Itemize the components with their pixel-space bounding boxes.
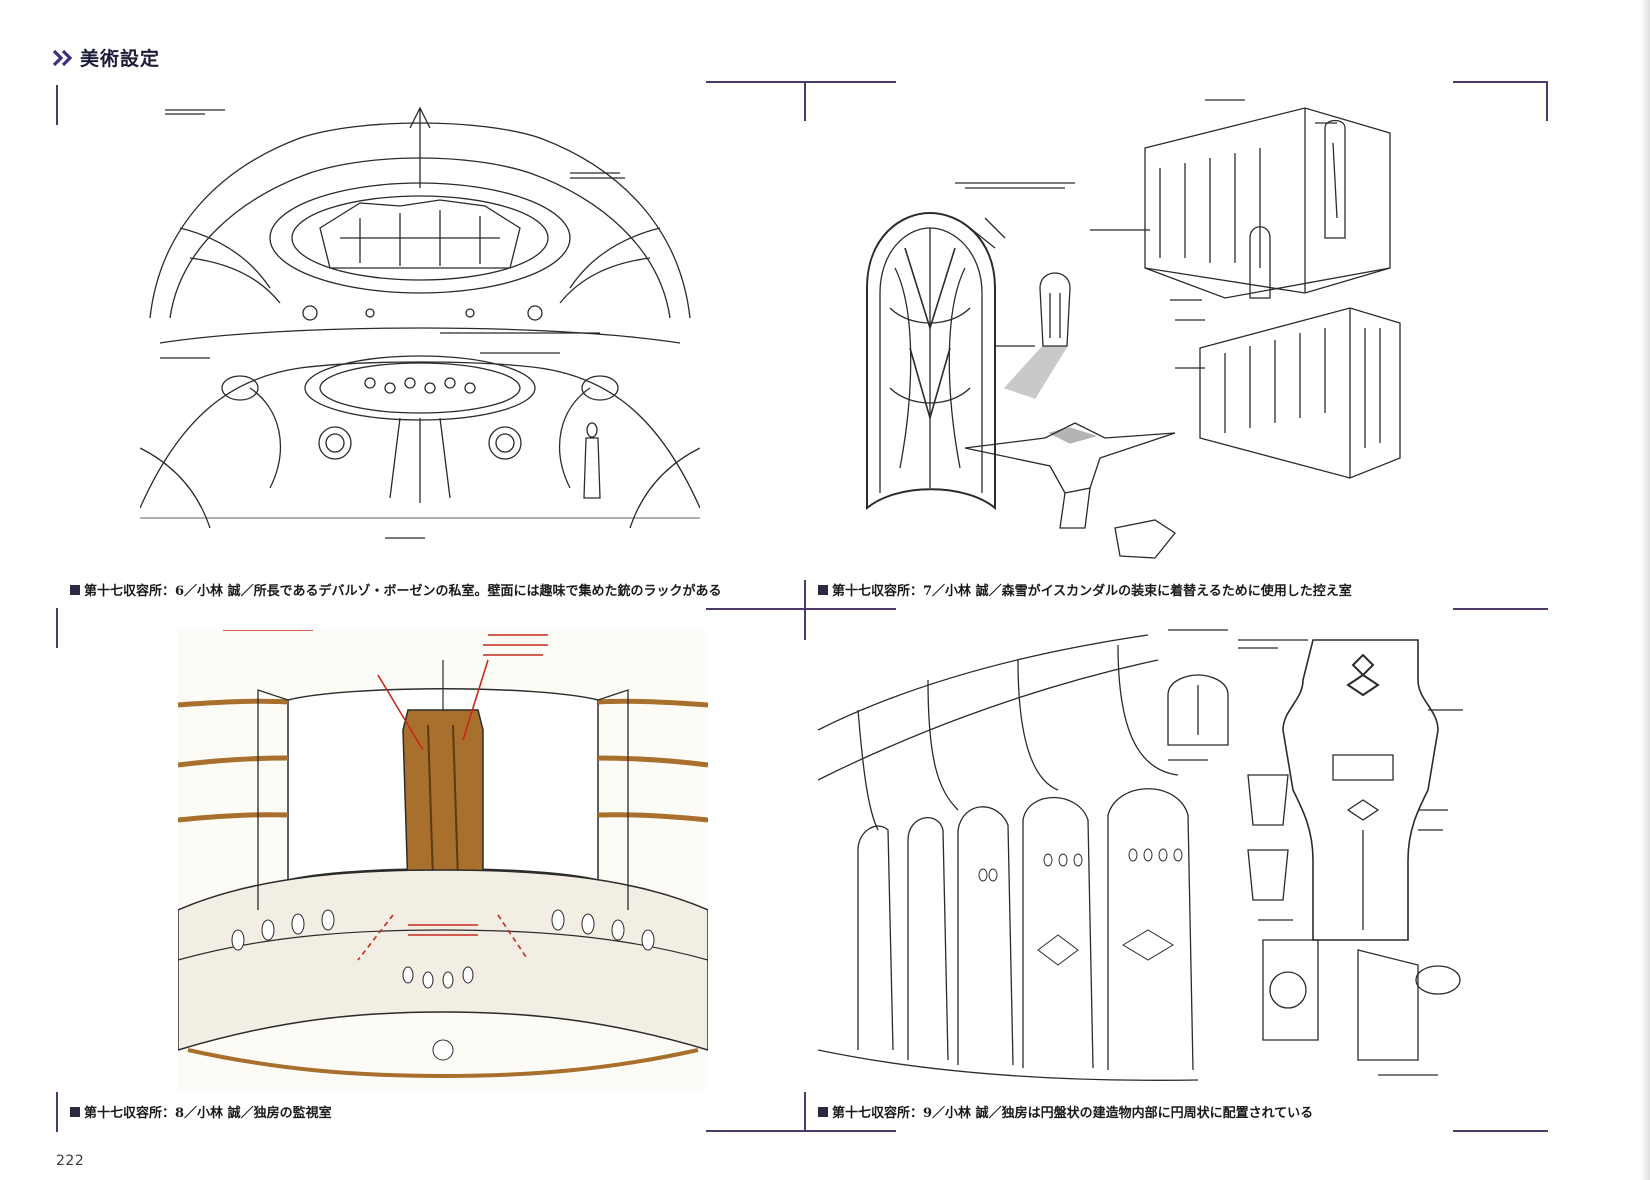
double-chevron-icon xyxy=(52,49,73,66)
page-edge-shadow xyxy=(1640,0,1650,1180)
cell-corridor-illustration xyxy=(818,629,1463,1081)
panel-caption: 第十七収容所：9／小林 誠／独房は円盤状の建造物内部に円周状に配置されている xyxy=(818,1102,1313,1121)
sketch-surveillance-room xyxy=(178,630,708,1090)
section-title: 美術設定 xyxy=(80,48,161,70)
caption-text: 第十七収容所：7／小林 誠／森雪がイスカンダルの装束に着替えるために使用した控え… xyxy=(832,584,1352,599)
caption-bullet-icon xyxy=(818,1106,828,1117)
caption-text: 第十七収容所：9／小林 誠／独房は円盤状の建造物内部に円周状に配置されている xyxy=(832,1106,1314,1121)
frame-mark xyxy=(56,1092,58,1132)
sketch-private-room xyxy=(140,88,700,568)
frame-mark xyxy=(706,608,896,610)
frame-mark xyxy=(706,81,896,83)
surveillance-room-illustration xyxy=(178,630,708,1090)
private-room-illustration xyxy=(140,106,700,539)
frame-mark xyxy=(1453,1130,1548,1132)
caption-bullet-icon xyxy=(818,584,828,595)
sketch-dressing-room xyxy=(855,88,1465,568)
caption-text: 第十七収容所：8／小林 誠／独房の監視室 xyxy=(84,1106,332,1121)
caption-text: 第十七収容所：6／小林 誠／所長であるデバルゾ・ボーゼンの私室。壁面には趣味で集… xyxy=(84,584,722,599)
panel-caption: 第十七収容所：7／小林 誠／森雪がイスカンダルの装束に着替えるために使用した控え… xyxy=(818,580,1352,599)
dressing-room-illustration xyxy=(866,99,1401,559)
frame-mark xyxy=(1453,81,1548,83)
panel-caption: 第十七収容所：8／小林 誠／独房の監視室 xyxy=(70,1102,332,1121)
frame-mark xyxy=(804,580,806,640)
page-number: 222 xyxy=(56,1153,85,1169)
panel-caption: 第十七収容所：6／小林 誠／所長であるデバルゾ・ボーゼンの私室。壁面には趣味で集… xyxy=(70,580,721,599)
frame-mark xyxy=(706,1130,896,1132)
caption-bullet-icon xyxy=(70,1106,80,1117)
caption-bullet-icon xyxy=(70,584,80,595)
frame-mark xyxy=(1546,81,1548,121)
section-header: 美術設定 xyxy=(52,44,160,71)
frame-mark xyxy=(1453,608,1548,610)
frame-mark xyxy=(804,1092,806,1132)
frame-mark xyxy=(56,85,58,125)
frame-mark xyxy=(804,81,806,121)
frame-mark xyxy=(56,608,58,648)
sketch-cell-corridor xyxy=(818,620,1473,1090)
